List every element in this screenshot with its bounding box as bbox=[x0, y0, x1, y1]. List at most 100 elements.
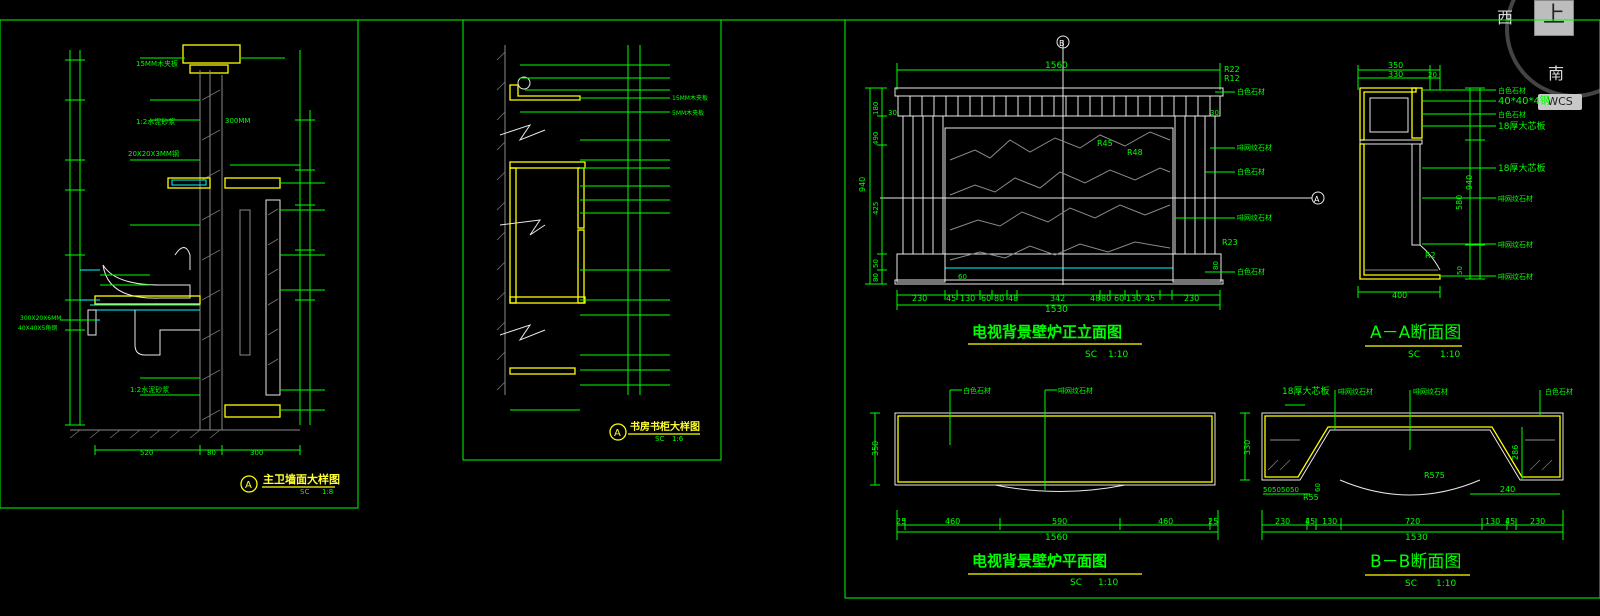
bb-right-286: 286 bbox=[1511, 445, 1520, 460]
elev-bottom-total: 1530 bbox=[1045, 305, 1068, 315]
plan-left-350: 350 bbox=[871, 441, 880, 456]
elev-r45: R45 bbox=[1097, 139, 1113, 148]
elev-ldim-5: 50 bbox=[872, 259, 880, 268]
bb-r575: R575 bbox=[1424, 471, 1445, 480]
panel3-section-bb: 330 286 R575 R55 50 50 50 50 60 240 18厚大… bbox=[1240, 385, 1573, 589]
aa-callout-5: 18厚大芯板 bbox=[1498, 162, 1545, 174]
elev-callout-5: 白色石材 bbox=[1237, 267, 1265, 276]
plan-total: 1560 bbox=[1045, 533, 1068, 543]
aa-r2: R2 bbox=[1425, 251, 1436, 260]
aa-top-330: 330 bbox=[1388, 70, 1403, 79]
elev-r22: R22 bbox=[1224, 65, 1240, 74]
p1-label-300mm: 300MM bbox=[225, 117, 250, 125]
bb-dim-4: 720 bbox=[1405, 517, 1420, 526]
p1-marker-letter: A bbox=[245, 480, 252, 491]
p2-scale-prefix: SC bbox=[655, 435, 664, 443]
p2-title: 书房书柜大样图 bbox=[630, 420, 700, 433]
panel1-bathroom-detail: 15MM木夹板 1:2水泥砂浆 20X20X3MM钢 300X20X6MM 40… bbox=[18, 44, 340, 496]
aa-rdim-50: 50 bbox=[1456, 266, 1464, 275]
panel3-elevation: B A 1560 bbox=[858, 35, 1325, 360]
bb-callout-3: 啡网纹石材 bbox=[1413, 387, 1448, 396]
p1-dim-80: 80 bbox=[207, 449, 216, 457]
elev-top-dim: 1560 bbox=[1045, 61, 1068, 71]
p1-label-mortar-2: 1:2水泥砂浆 bbox=[130, 385, 169, 394]
plan-dim-25a: 25 bbox=[896, 517, 906, 526]
bb-small-5: 60 bbox=[1314, 483, 1322, 492]
compass-west-label[interactable]: 西 bbox=[1497, 8, 1514, 27]
bb-callout-1: 18厚大芯板 bbox=[1282, 385, 1329, 397]
p2-label-5mm: 5MM木夹板 bbox=[672, 109, 704, 117]
elev-callout-4: 啡网纹石材 bbox=[1237, 213, 1272, 222]
aa-scale-prefix: SC bbox=[1408, 350, 1420, 360]
aa-scale: 1:10 bbox=[1440, 350, 1460, 360]
compass-south-label[interactable]: 南 bbox=[1548, 64, 1565, 83]
p1-dim-520: 520 bbox=[140, 449, 153, 457]
aa-title: A－A断面图 bbox=[1370, 323, 1461, 343]
aa-callout-8: 啡网纹石材 bbox=[1498, 272, 1533, 281]
elev-inner-30: 30 bbox=[888, 109, 897, 117]
bb-scale-prefix: SC bbox=[1405, 579, 1417, 589]
plan-dim-460b: 460 bbox=[1158, 517, 1173, 526]
viewcube-top-face[interactable]: 上 bbox=[1534, 0, 1574, 36]
wcs-menu-button[interactable]: WCS bbox=[1538, 94, 1582, 110]
bb-r55: R55 bbox=[1303, 493, 1319, 502]
p1-label-bracket: 300X20X6MM bbox=[20, 315, 61, 322]
elev-bdim-6: 48 bbox=[1008, 294, 1018, 303]
bb-small-4: 50 bbox=[1290, 486, 1299, 494]
elev-callout-1: 白色石材 bbox=[1237, 87, 1265, 96]
elev-scale: 1:10 bbox=[1108, 350, 1128, 360]
plan-callout-1: 白色石材 bbox=[963, 386, 991, 395]
panel2-bookcase-detail: 15MM木夹板 5MM木夹板 A 书房书柜大样图 SC 1:6 bbox=[496, 45, 708, 443]
aa-callout-1: 白色石材 bbox=[1498, 86, 1526, 95]
elev-bdim-11: 130 bbox=[1126, 294, 1141, 303]
aa-top-20: 20 bbox=[1428, 71, 1437, 79]
p1-scale-prefix: SC bbox=[300, 488, 309, 496]
elev-callout-2: 啡网纹石材 bbox=[1237, 143, 1272, 152]
plan-scale: 1:10 bbox=[1098, 578, 1118, 588]
elev-bdim-13: 230 bbox=[1184, 294, 1199, 303]
p1-detail-marker bbox=[240, 475, 258, 493]
bb-dim-5: 130 bbox=[1485, 517, 1500, 526]
elev-bdim-2: 45 bbox=[946, 294, 956, 303]
plan-dim-25b: 25 bbox=[1208, 517, 1218, 526]
elev-ldim-1: 180 bbox=[872, 102, 880, 115]
elev-r48: R48 bbox=[1127, 148, 1143, 157]
aa-bottom-400: 400 bbox=[1392, 291, 1407, 300]
elev-bdim-4: 60 bbox=[981, 294, 991, 303]
elev-bdim-1: 230 bbox=[912, 294, 927, 303]
p1-label-plywood: 15MM木夹板 bbox=[136, 59, 178, 68]
p1-title: 主卫墙面大样图 bbox=[263, 472, 340, 486]
bb-title: B－B断面图 bbox=[1370, 552, 1461, 572]
bb-total: 1530 bbox=[1405, 533, 1428, 543]
aa-callout-6: 啡网纹石材 bbox=[1498, 194, 1533, 203]
elev-bdim-3: 130 bbox=[960, 294, 975, 303]
p2-marker-letter: A bbox=[614, 428, 621, 439]
elev-bdim-12: 45 bbox=[1145, 294, 1155, 303]
elev-bdim-7: 342 bbox=[1050, 294, 1065, 303]
bb-callout-2: 啡网纹石材 bbox=[1338, 387, 1373, 396]
sheet-frame-2 bbox=[462, 19, 722, 461]
elev-bdim-8: 48 bbox=[1090, 294, 1100, 303]
bb-dim-7: 230 bbox=[1530, 517, 1545, 526]
elev-ldim-6: 80 bbox=[872, 273, 880, 282]
elev-section-mark-b: B bbox=[1059, 39, 1065, 48]
p2-label-plywood: 15MM木夹板 bbox=[672, 94, 708, 102]
p2-scale: 1:6 bbox=[672, 435, 684, 443]
p1-scale: 1:8 bbox=[322, 488, 333, 496]
elev-r12: R12 bbox=[1224, 74, 1240, 83]
plan-dim-590: 590 bbox=[1052, 517, 1067, 526]
aa-rdim-580: 580 bbox=[1455, 195, 1464, 210]
bb-dim-3: 130 bbox=[1322, 517, 1337, 526]
bb-side-240: 240 bbox=[1500, 485, 1515, 494]
panel3-section-aa: 350 330 20 400 940 580 50 R2 白色石材 40* bbox=[1357, 61, 1550, 360]
elev-right-80: 80 bbox=[1212, 261, 1220, 270]
aa-callout-3: 白色石材 bbox=[1498, 110, 1526, 119]
bb-dim-1: 230 bbox=[1275, 517, 1290, 526]
plan-callout-2: 啡网纹石材 bbox=[1058, 386, 1093, 395]
elev-scale-prefix: SC bbox=[1085, 350, 1097, 360]
p1-label-angle-steel: 40X40X5角钢 bbox=[18, 324, 57, 332]
elev-right-30: 30 bbox=[1210, 109, 1219, 117]
p2-detail-marker bbox=[609, 423, 627, 441]
elev-inner-60: 60 bbox=[958, 273, 967, 281]
